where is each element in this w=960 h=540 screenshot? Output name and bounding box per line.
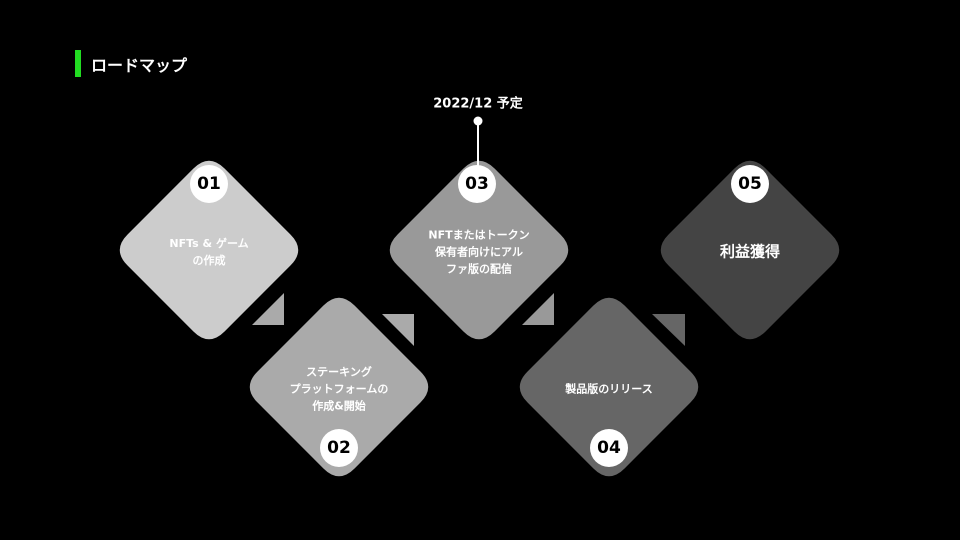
step-label-04: 製品版のリリース	[565, 381, 652, 398]
step-diamond-02	[249, 297, 429, 477]
milestone-label: 2022/12 予定	[433, 96, 523, 112]
step-number-badge-01: 01	[190, 165, 228, 203]
step-label-line: プラットフォームの	[289, 382, 389, 396]
step-number-badge-05: 05	[731, 165, 769, 203]
page-title: ロードマップ	[91, 55, 188, 75]
step-label-01: NFTs & ゲームの作成	[169, 235, 248, 269]
step-label-line: NFTs & ゲーム	[169, 237, 249, 250]
connector-arrow-4	[652, 314, 685, 346]
title-accent-bar	[75, 50, 81, 77]
step-label-05: 利益獲得	[719, 242, 781, 261]
step-label-02: ステーキングプラットフォームの作成&開始	[290, 364, 389, 415]
step-diamond-01	[119, 160, 299, 340]
step-number-badge-02: 02	[320, 429, 358, 467]
step-diamond-05	[660, 160, 840, 340]
step-diamond-04	[519, 297, 699, 477]
step-label-line: ステーキング	[306, 365, 372, 379]
milestone-dot	[473, 116, 483, 126]
milestone-marker	[473, 116, 483, 166]
step-label-line: 製品版のリリース	[565, 382, 653, 396]
step-number-badge-04: 04	[590, 429, 628, 467]
diamonds-layer	[119, 160, 840, 477]
step-label-line: 利益獲得	[719, 242, 781, 261]
arrows-layer	[252, 293, 685, 346]
connector-arrow-1	[252, 293, 284, 325]
step-label-line: ファ版の配信	[445, 262, 512, 276]
step-diamond-03	[389, 160, 569, 340]
connector-arrow-3	[522, 293, 554, 325]
step-number-badge-03: 03	[458, 165, 496, 203]
step-label-03: NFTまたはトークン保有者向けにアルファ版の配信	[428, 227, 529, 278]
connector-arrow-2	[382, 314, 414, 346]
step-label-line: 作成&開始	[312, 399, 366, 413]
step-label-line: NFTまたはトークン	[428, 228, 530, 242]
step-label-line: 保有者向けにアル	[435, 245, 523, 259]
page-header: ロードマップ	[75, 50, 187, 77]
step-label-line: の作成	[192, 254, 226, 267]
